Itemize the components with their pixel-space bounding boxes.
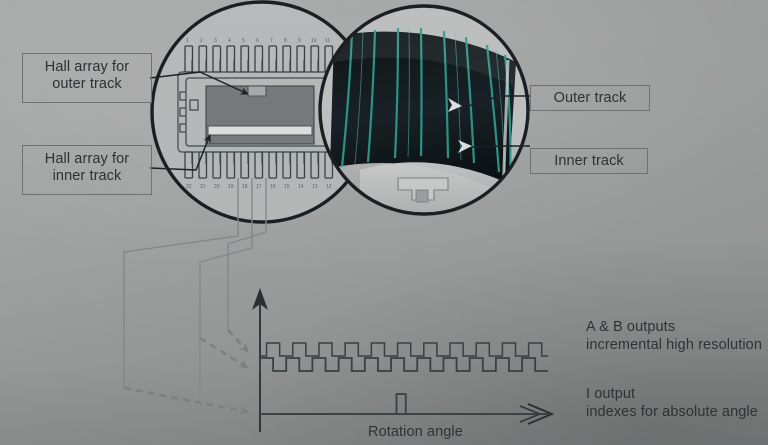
ring-arrowheads: [448, 98, 472, 153]
svg-text:15: 15: [284, 184, 290, 190]
label-outer-track-text: Outer track: [553, 90, 627, 106]
label-hall-array-inner[interactable]: Hall array for inner track: [22, 145, 152, 195]
dashed-pointer-arrows: [123, 329, 249, 415]
label-inner-track-text: Inner track: [554, 153, 624, 169]
leader-hall-outer: [149, 71, 249, 95]
svg-text:6: 6: [256, 38, 259, 44]
note-ab-line2: incremental high resolution: [586, 337, 762, 353]
plot-axes: [252, 288, 555, 432]
svg-text:16: 16: [270, 184, 276, 190]
photo-magnetic-ring: [318, 4, 530, 216]
svg-text:13: 13: [312, 184, 318, 190]
leader-inner-track: [469, 145, 530, 148]
svg-text:10: 10: [311, 38, 317, 44]
svg-text:19: 19: [228, 184, 234, 190]
leader-lines-left: [149, 71, 249, 171]
dashed-arrow-a: [199, 336, 249, 370]
leader-outer-track: [461, 95, 530, 109]
label-inner-track[interactable]: Inner track: [530, 148, 648, 174]
svg-text:22: 22: [186, 184, 192, 190]
svg-text:2: 2: [200, 38, 203, 44]
svg-text:3: 3: [214, 38, 217, 44]
svg-text:11: 11: [325, 38, 330, 44]
label-hall-inner-line1: Hall array for: [44, 151, 130, 167]
svg-text:17: 17: [256, 184, 262, 190]
waveform-a-output: [259, 357, 548, 372]
svg-text:5: 5: [242, 38, 245, 44]
svg-text:8: 8: [284, 38, 287, 44]
leader-hall-inner: [149, 133, 211, 171]
note-ab-outputs: A & B outputs incremental high resolutio…: [586, 318, 762, 354]
signal-routing-wires: [123, 178, 267, 394]
svg-text:4: 4: [228, 38, 231, 44]
svg-text:14: 14: [298, 184, 304, 190]
ghost-text: . . . . . . . . . . .: [30, 418, 131, 435]
label-hall-inner-line2: inner track: [52, 168, 122, 184]
svg-text:20: 20: [214, 184, 220, 190]
note-i-output: I output indexes for absolute angle: [586, 385, 758, 421]
label-hall-outer-line2: outer track: [52, 76, 122, 92]
svg-text:9: 9: [298, 38, 301, 44]
dashed-arrow-b: [227, 329, 249, 353]
label-hall-outer-line1: Hall array for: [44, 59, 130, 75]
label-hall-array-outer[interactable]: Hall array for outer track: [22, 53, 152, 103]
double-chevron-right-icon: [527, 403, 555, 425]
svg-text:7: 7: [270, 38, 273, 44]
svg-text:21: 21: [200, 184, 206, 190]
arrow-up-icon: [252, 288, 268, 310]
note-ab-line1: A & B outputs: [586, 319, 676, 335]
x-axis-label: Rotation angle: [368, 424, 463, 440]
svg-text:1: 1: [186, 38, 189, 44]
dashed-arrow-i: [123, 386, 249, 415]
waveform-b-output: [260, 342, 548, 357]
leader-lines-right: [461, 95, 530, 148]
svg-text:12: 12: [326, 184, 332, 190]
note-i-line2: indexes for absolute angle: [586, 404, 758, 420]
label-outer-track[interactable]: Outer track: [530, 85, 650, 111]
note-i-line1: I output: [586, 386, 636, 402]
svg-text:18: 18: [242, 184, 248, 190]
waveform-i-output: [260, 393, 540, 415]
ghost-text: . . . . . . . .: [392, 300, 464, 317]
waveform-group: [259, 342, 548, 415]
